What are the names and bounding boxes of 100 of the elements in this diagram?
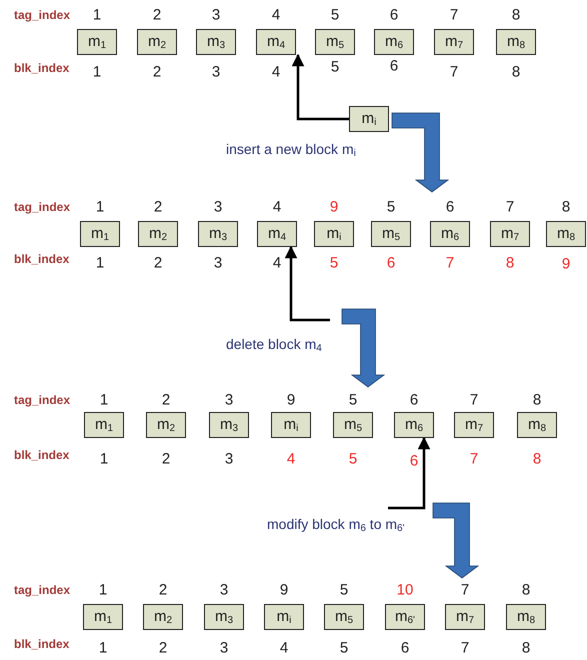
block-label: m$_{1}$ xyxy=(88,33,106,51)
block-index-number: 4 xyxy=(286,450,296,468)
tag-index-number: 3 xyxy=(214,198,222,216)
tag-index-number: 1 xyxy=(98,582,108,598)
block-index-number: 1 xyxy=(96,254,104,272)
block-box xyxy=(506,604,546,630)
block-index-number: 5 xyxy=(348,450,358,468)
block-index-number: 2 xyxy=(158,640,168,656)
block-box xyxy=(80,221,120,247)
block-index-number: 4 xyxy=(272,254,282,272)
tag-index-number: 2 xyxy=(154,198,162,216)
block-label: m$_{5}$ xyxy=(326,33,344,51)
tag-index-number: 3 xyxy=(220,582,228,598)
tag-index-number: 6 xyxy=(446,198,454,216)
tag-index-number: 2 xyxy=(162,392,170,408)
block-label: m$_{5}$ xyxy=(344,416,362,434)
block-box xyxy=(374,29,414,55)
block-box xyxy=(385,604,425,630)
block-index-number: 5 xyxy=(330,58,340,76)
block-label: m$_{6'}$ xyxy=(395,608,415,626)
block-box xyxy=(490,221,530,247)
block-index-number: 4 xyxy=(272,64,280,80)
tag-index-number: 8 xyxy=(562,198,570,216)
block-box xyxy=(256,29,296,55)
block-box xyxy=(257,221,297,247)
block-label: m$_{6}$ xyxy=(384,33,404,51)
block-label: m$_{5}$ xyxy=(382,225,400,243)
block-box xyxy=(264,604,304,630)
block-label: m$_{1}$ xyxy=(94,416,114,434)
block-index-number: 6 xyxy=(410,452,418,470)
block-index-number: 1 xyxy=(92,64,102,80)
operation-caption: modify block m$_{6}$ to m$_{6'}$ xyxy=(267,516,405,534)
block-label: m$_{4}$ xyxy=(268,225,286,243)
block-label: m$_{8}$ xyxy=(528,416,546,434)
block-box xyxy=(143,604,183,630)
block-label: m$_{2}$ xyxy=(148,225,168,243)
block-index-number: 3 xyxy=(214,254,222,272)
block-box xyxy=(271,412,311,438)
tag-index-number: 9 xyxy=(280,582,288,598)
block-label: m$_{6}$ xyxy=(404,416,424,434)
arrow xyxy=(388,436,430,510)
block-label: m$_{8}$ xyxy=(556,225,576,243)
operation-caption: insert a new block m$_{i}$ xyxy=(226,141,356,159)
operation-caption: delete block m$_{4}$ xyxy=(226,336,322,354)
block-index-number: 6 xyxy=(390,58,398,74)
block-index-number: 6 xyxy=(400,640,410,656)
block-label: m$_{7}$ xyxy=(500,225,520,243)
block-label: m$_{3}$ xyxy=(208,225,228,243)
tag-index-number: 8 xyxy=(532,392,542,408)
tag-index-number: 4 xyxy=(272,198,282,216)
tag-index-number: 7 xyxy=(460,582,470,598)
block-label: m$_{2}$ xyxy=(154,608,172,626)
block-box xyxy=(434,29,474,55)
tag-index-number: 8 xyxy=(522,582,530,598)
block-box xyxy=(430,221,470,247)
block-box xyxy=(517,412,557,438)
block-box xyxy=(496,29,536,55)
block-label: m$_{7}$ xyxy=(444,33,464,51)
block-box xyxy=(77,29,117,55)
block-box xyxy=(394,412,434,438)
block-box xyxy=(314,221,354,247)
tag-index-number: 5 xyxy=(386,198,396,216)
block-index-number: 5 xyxy=(330,254,338,272)
block-label: m$_{i}$ xyxy=(284,416,298,434)
block-label: m$_{i}$ xyxy=(326,225,342,243)
block-box xyxy=(204,604,244,630)
block-index-number: 7 xyxy=(450,64,458,80)
block-index-number: 5 xyxy=(340,640,348,656)
block-index-number: 4 xyxy=(280,640,288,656)
index-heading: tag_index xyxy=(14,200,70,214)
arrow xyxy=(292,54,349,120)
index-heading: blk_index xyxy=(14,252,70,266)
block-box xyxy=(445,604,485,630)
block-index-number: 7 xyxy=(446,254,454,272)
block-index-number: 7 xyxy=(470,450,478,468)
block-label: m$_{3}$ xyxy=(220,416,238,434)
block-label: m$_{5}$ xyxy=(334,608,354,626)
index-heading: blk_index xyxy=(14,61,70,75)
block-box xyxy=(196,29,236,55)
block-box xyxy=(146,412,186,438)
block-index-number: 3 xyxy=(212,64,220,80)
block-label: m$_{7}$ xyxy=(456,608,474,626)
tag-index-number: 5 xyxy=(340,582,348,598)
block-box xyxy=(371,221,411,247)
block-label: m$_{i}$ xyxy=(362,110,376,128)
tag-index-number: 5 xyxy=(348,392,358,408)
block-box xyxy=(324,604,364,630)
block-index-number: 3 xyxy=(220,640,228,656)
index-heading: tag_index xyxy=(14,8,70,22)
index-heading: blk_index xyxy=(14,448,70,462)
tag-index-number: 7 xyxy=(506,198,514,216)
tag-index-number: 10 xyxy=(396,582,414,598)
block-label: m$_{4}$ xyxy=(266,33,286,51)
block-label: m$_{6}$ xyxy=(440,225,460,243)
tag-index-number: 1 xyxy=(92,6,102,24)
tag-index-number: 1 xyxy=(96,198,104,216)
block-index-number: 9 xyxy=(562,256,570,272)
block-index-number: 6 xyxy=(386,254,396,272)
index-heading: blk_index xyxy=(14,637,70,651)
block-box xyxy=(209,412,249,438)
